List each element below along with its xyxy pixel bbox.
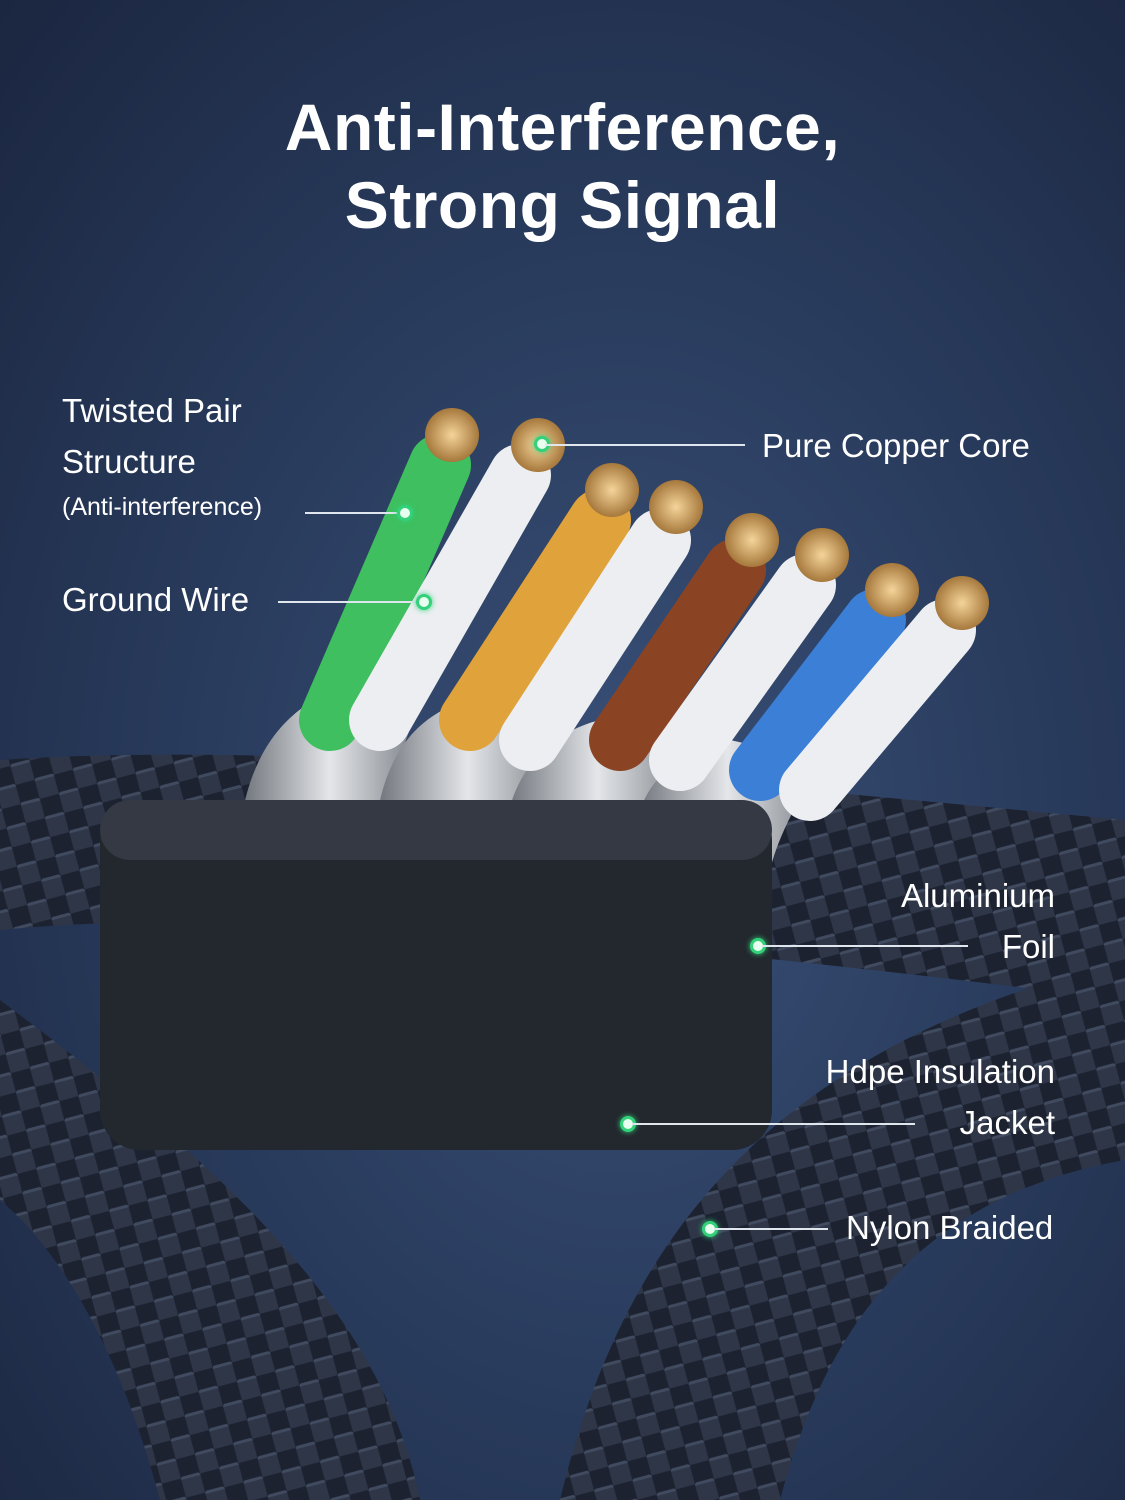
label-text: Hdpe Insulation — [825, 1053, 1055, 1090]
leader-line — [305, 512, 400, 514]
leader-line — [632, 1123, 915, 1125]
title-line-1: Anti-Interference, — [284, 90, 841, 164]
leader-line — [762, 945, 968, 947]
label-text: Aluminium — [900, 877, 1055, 914]
label-text: Jacket — [959, 1104, 1055, 1141]
page-title: Anti-Interference, Strong Signal — [0, 88, 1125, 244]
hdpe-jacket-connector — [100, 800, 772, 1150]
label-copper-core: Pure Copper Core — [762, 427, 1030, 464]
title-line-2: Strong Signal — [344, 168, 781, 242]
label-text: Twisted Pair — [62, 392, 242, 429]
label-nylon-braided: Nylon Braided — [846, 1209, 1054, 1246]
label-aluminium-foil: Aluminium Foil — [901, 870, 1055, 972]
label-text: Foil — [1001, 928, 1055, 965]
label-text: Structure — [62, 443, 196, 480]
copper-cores — [425, 408, 989, 630]
callout-dot — [397, 505, 413, 521]
leader-line — [714, 1228, 828, 1230]
label-ground-wire: Ground Wire — [62, 581, 250, 618]
wires — [299, 434, 976, 821]
label-twisted-pair: Twisted Pair Structure (Anti-interferenc… — [62, 385, 262, 527]
leader-line — [545, 444, 745, 446]
callout-dot — [416, 594, 432, 610]
label-note: (Anti-interference) — [62, 493, 263, 521]
label-hdpe-jacket: Hdpe Insulation Jacket — [826, 1046, 1055, 1148]
leader-line — [278, 601, 418, 603]
